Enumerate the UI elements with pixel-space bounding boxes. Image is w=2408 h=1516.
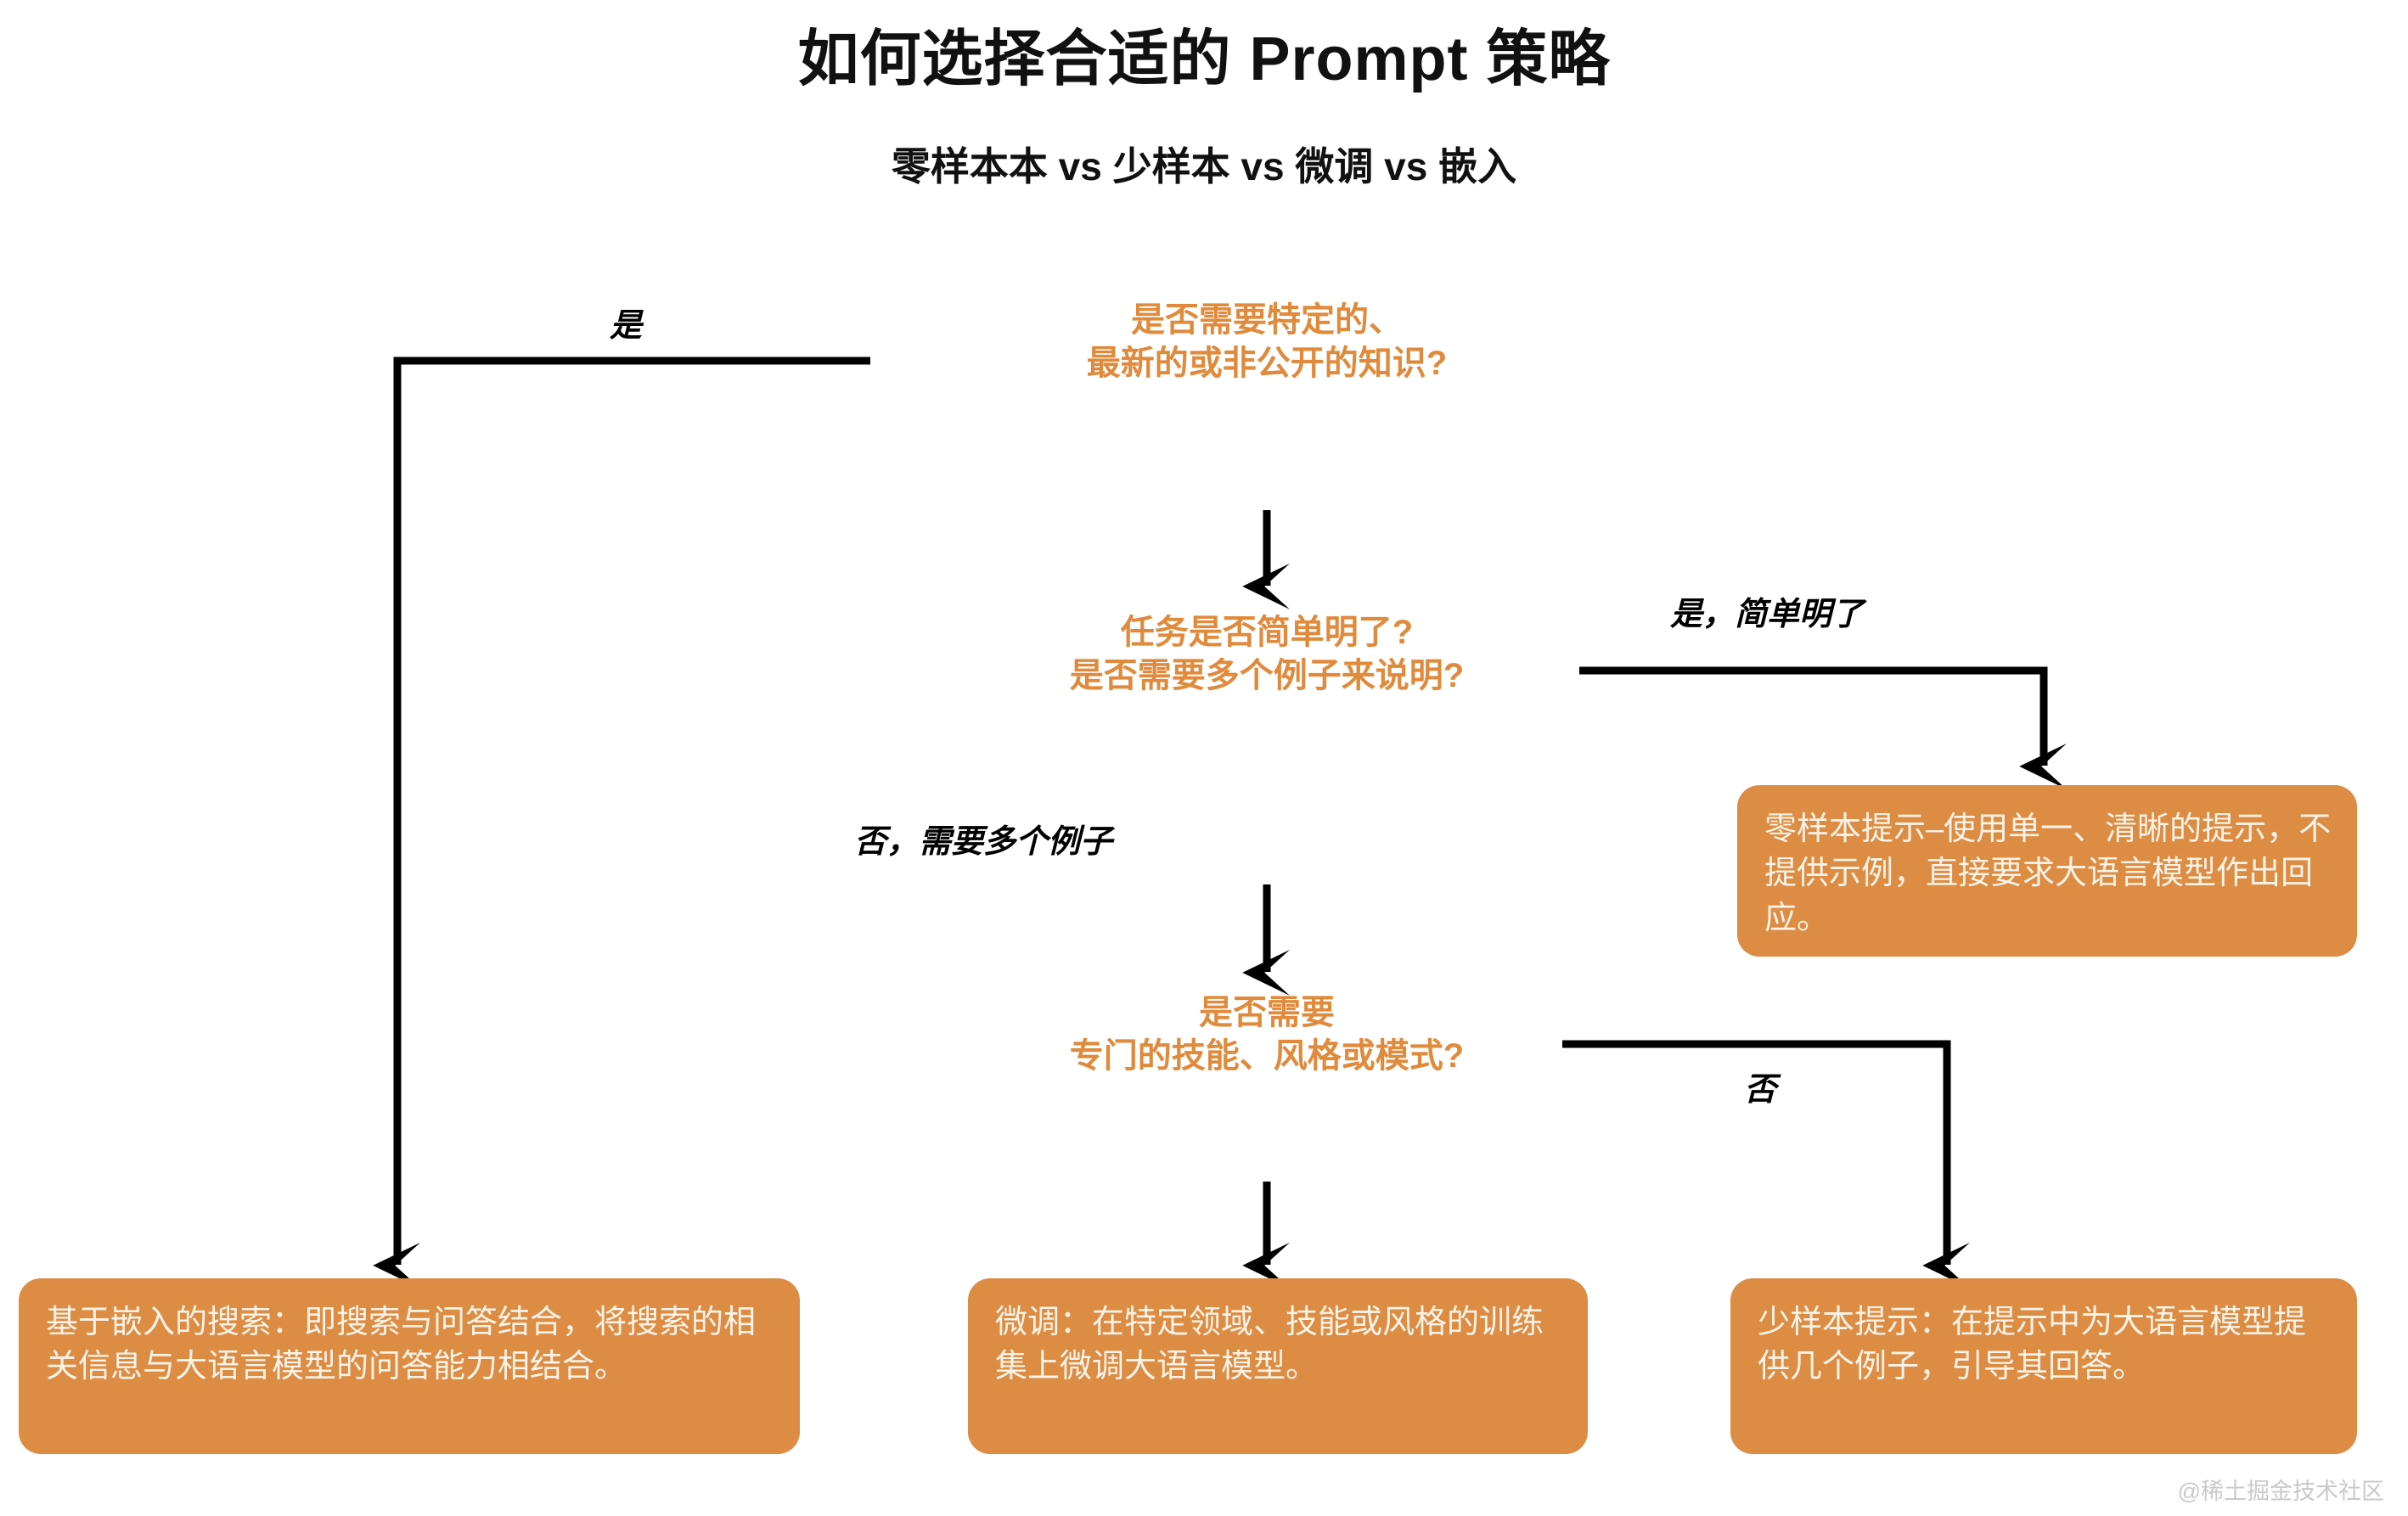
page-title: 如何选择合适的 Prompt 策略: [797, 25, 1611, 93]
edge-label-simple-yes: 是，简单明了: [1670, 597, 1865, 632]
result-box-embedding-search[interactable]: 基于嵌入的搜索：即搜索与问答结合，将搜索的相关信息与大语言模型的问答能力相结合。: [19, 1278, 800, 1454]
edge-knowledge-yes: [373, 357, 870, 1289]
page-subtitle: 零样本本 vs 少样本 vs 微调 vs 嵌入: [891, 144, 1517, 188]
decision-node-knowledge[interactable]: 是否需要特定的、 最新的或非公开的知识?: [1086, 301, 1448, 383]
edge-label-simple-no: 否，需要多个例子: [854, 824, 1113, 860]
result-box-few-shot[interactable]: 少样本提示：在提示中为大语言模型提供几个例子，引导其回答。: [1730, 1278, 2357, 1454]
result-box-fine-tuning[interactable]: 微调：在特定领域、技能或风格的训练集上微调大语言模型。: [968, 1278, 1588, 1454]
edge-simple-yes: [1579, 666, 2068, 789]
result-box-zero-shot[interactable]: 零样本提示–使用单一、清晰的提示，不提供示例，直接要求大语言模型作出回应。: [1737, 785, 2357, 957]
decision-node-simple-task[interactable]: 任务是否简单明了? 是否需要多个例子来说明?: [1069, 614, 1465, 695]
watermark: @稀土掘金技术社区: [2177, 1479, 2384, 1504]
edge-label-knowledge-yes: 是: [610, 308, 643, 344]
edge-label-special-no: 否: [1744, 1072, 1777, 1108]
decision-node-special-skill[interactable]: 是否需要 专门的技能、风格或模式?: [1069, 994, 1465, 1075]
